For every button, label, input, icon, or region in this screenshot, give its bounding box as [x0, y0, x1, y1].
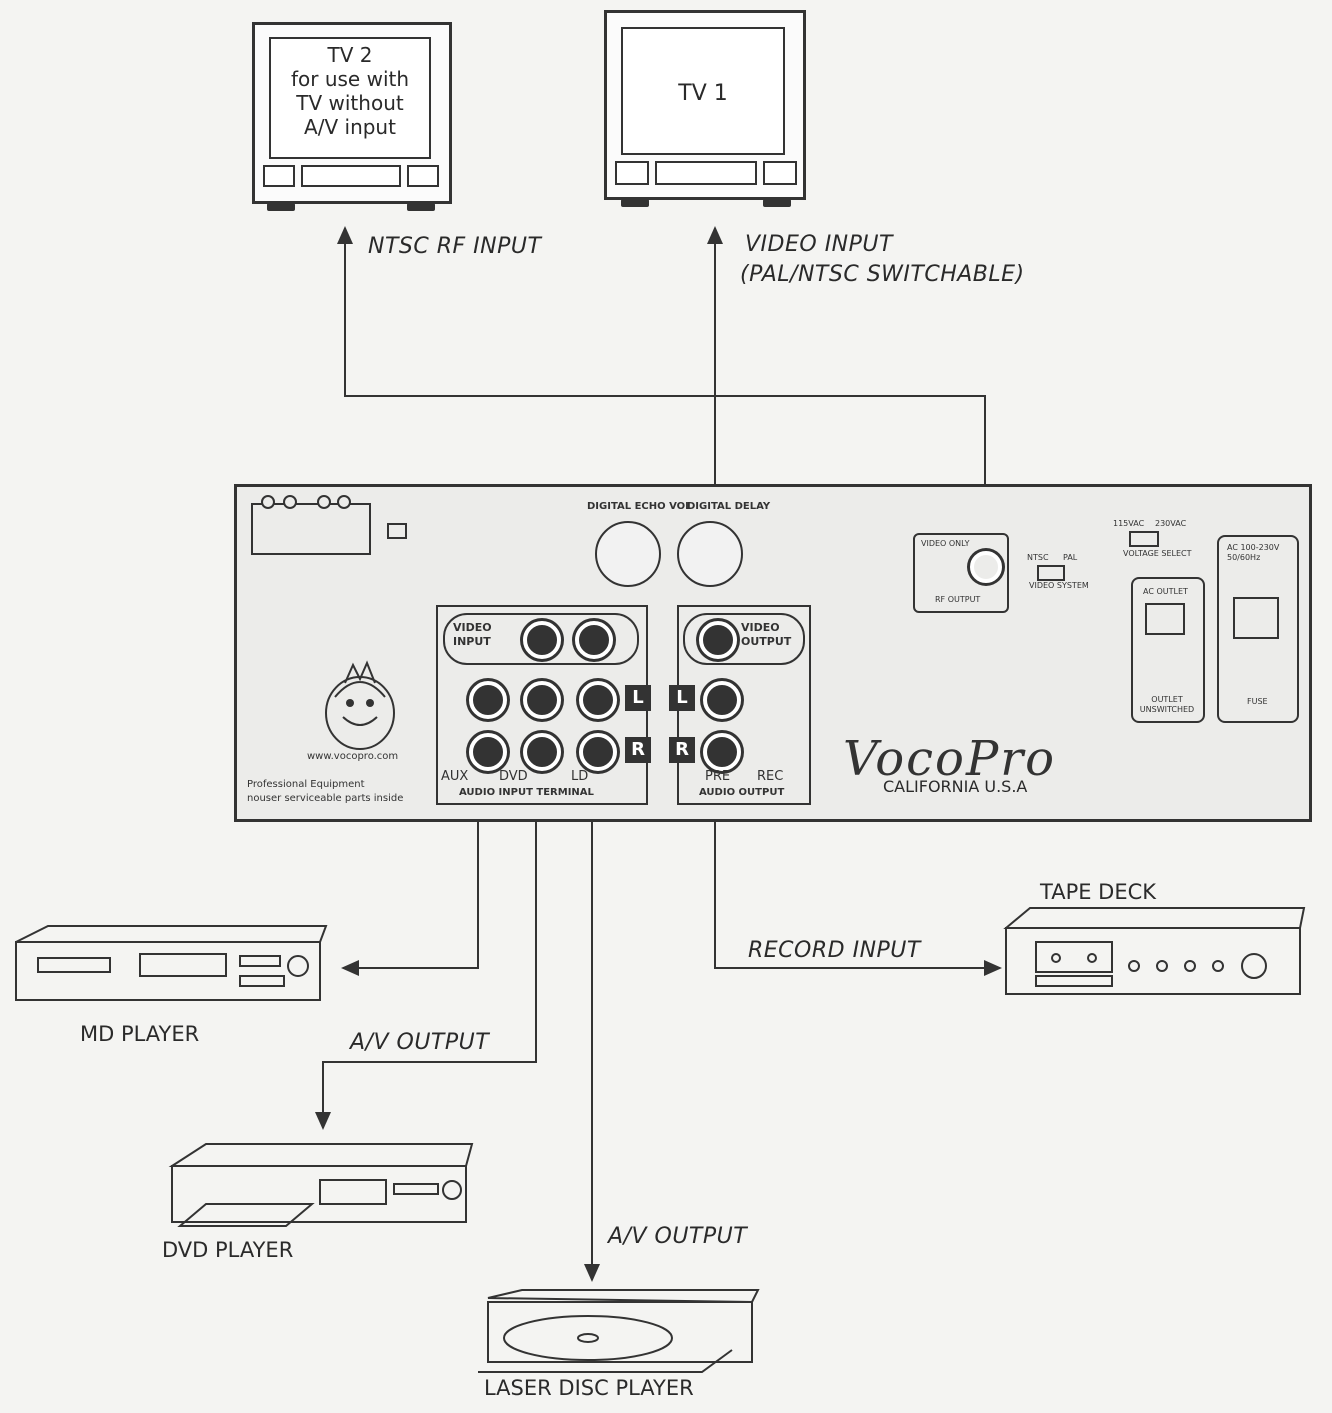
- video-only-label: VIDEO ONLY: [921, 539, 970, 548]
- right-marker-2: R: [669, 737, 695, 763]
- digital-echo-vol-knob[interactable]: [595, 521, 661, 587]
- audio-output-label: AUDIO OUTPUT: [699, 787, 785, 798]
- video-output-jack[interactable]: [699, 621, 737, 659]
- mascot-logo: [325, 660, 395, 750]
- rec-label: REC: [757, 769, 784, 784]
- power-inlet-socket[interactable]: [1233, 597, 1279, 639]
- small-switch[interactable]: [387, 523, 407, 539]
- tv2: TV 2 for use with TV without A/V input: [252, 22, 452, 211]
- power-label: AC 100-230V 50/60Hz: [1227, 543, 1280, 562]
- left-marker-1: L: [625, 685, 651, 711]
- dvd-wire: [315, 745, 537, 1130]
- video-input-group: [443, 613, 639, 665]
- voltage-115-label: 115VAC: [1113, 519, 1145, 528]
- md-player: [15, 925, 328, 1001]
- aux-label: AUX: [441, 769, 469, 784]
- outlet-note: OUTLET UNSWITCHED: [1139, 695, 1195, 714]
- aux-l-jack[interactable]: [469, 681, 507, 719]
- video-input-label: VIDEO INPUT: [745, 232, 893, 257]
- rf-output-label: RF OUTPUT: [935, 595, 981, 604]
- ac-outlet-block: [1131, 577, 1205, 723]
- rf-wire: [337, 226, 986, 565]
- power-inlet-block: [1217, 535, 1299, 723]
- aux-r-jack[interactable]: [469, 733, 507, 771]
- brand-subtitle: CALIFORNIA U.S.A: [883, 777, 1028, 796]
- video-input-jack-2[interactable]: [575, 621, 613, 659]
- voltage-select-label: VOLTAGE SELECT: [1123, 549, 1192, 558]
- record-input-label: RECORD INPUT: [748, 938, 921, 963]
- tv2-line-1: TV 2: [327, 43, 373, 67]
- tv1-screen: TV 1: [621, 27, 785, 155]
- rear-panel: DIGITAL ECHO VOL DIGITAL DELAY VIDEO INP…: [234, 484, 1312, 822]
- tape-deck-label: TAPE DECK: [1040, 880, 1157, 904]
- ac-outlet-socket[interactable]: [1145, 603, 1185, 635]
- ac-outlet-label: AC OUTLET: [1143, 587, 1188, 596]
- md-player-label: MD PLAYER: [80, 1022, 200, 1046]
- website-text: www.vocopro.com: [307, 751, 399, 762]
- pre-l-jack[interactable]: [703, 681, 741, 719]
- video-system-switch[interactable]: [1037, 565, 1065, 581]
- av-output-dvd-label: A/V OUTPUT: [350, 1030, 490, 1055]
- video-input-jack-1[interactable]: [523, 621, 561, 659]
- ld-label: LD: [571, 769, 589, 784]
- tv2-line-2: for use with: [290, 67, 410, 91]
- dvd-r-jack[interactable]: [523, 733, 561, 771]
- tv2-screen: TV 2 for use with TV without A/V input: [269, 37, 431, 159]
- tv2-line-3: TV without: [296, 91, 404, 115]
- laser-disc-player: [478, 1289, 760, 1373]
- pre-label: PRE: [705, 769, 731, 784]
- video-input-switchable-label: (PAL/NTSC SWITCHABLE): [740, 262, 1025, 287]
- ld-r-jack[interactable]: [579, 733, 617, 771]
- pal-label: PAL: [1063, 553, 1078, 562]
- professional-line-2: nouser serviceable parts inside: [247, 793, 404, 804]
- rf-output-jack[interactable]: [970, 551, 1002, 583]
- left-marker-2: L: [669, 685, 695, 711]
- fuse-label: FUSE: [1247, 697, 1268, 706]
- panel-label-plate: [251, 503, 371, 555]
- digital-echo-vol-label: DIGITAL ECHO VOL: [587, 501, 692, 512]
- voltage-switch[interactable]: [1129, 531, 1159, 547]
- voltage-230-label: 230VAC: [1155, 519, 1187, 528]
- rf-output-block: [913, 533, 1009, 613]
- right-marker-1: R: [625, 737, 651, 763]
- ntsc-rf-input-label: NTSC RF INPUT: [368, 234, 542, 259]
- av-output-ld-label: A/V OUTPUT: [608, 1224, 748, 1249]
- pre-r-jack[interactable]: [703, 733, 741, 771]
- laser-disc-player-label: LASER DISC PLAYER: [484, 1376, 694, 1400]
- ld-l-jack[interactable]: [579, 681, 617, 719]
- digital-delay-label: DIGITAL DELAY: [687, 501, 771, 512]
- tv1-label: TV 1: [678, 81, 728, 106]
- video-output-text: VIDEO OUTPUT: [741, 621, 792, 648]
- brand-logo: VocoPro: [843, 731, 1057, 787]
- dvd-player-label: DVD PLAYER: [162, 1238, 294, 1262]
- dvd-player: [168, 1143, 474, 1227]
- digital-delay-knob[interactable]: [677, 521, 743, 587]
- tv1: TV 1: [604, 10, 806, 207]
- ntsc-label: NTSC: [1027, 553, 1049, 562]
- tape-deck: [1003, 907, 1306, 995]
- dvd-label: DVD: [499, 769, 528, 784]
- video-output-group: [683, 613, 805, 665]
- video-input-text: VIDEO INPUT: [453, 621, 492, 648]
- tv2-line-4: A/V input: [304, 115, 396, 139]
- video-system-label: VIDEO SYSTEM: [1029, 581, 1089, 590]
- audio-input-terminal-label: AUDIO INPUT TERMINAL: [459, 787, 594, 798]
- professional-line-1: Professional Equipment: [247, 779, 365, 790]
- dvd-l-jack[interactable]: [523, 681, 561, 719]
